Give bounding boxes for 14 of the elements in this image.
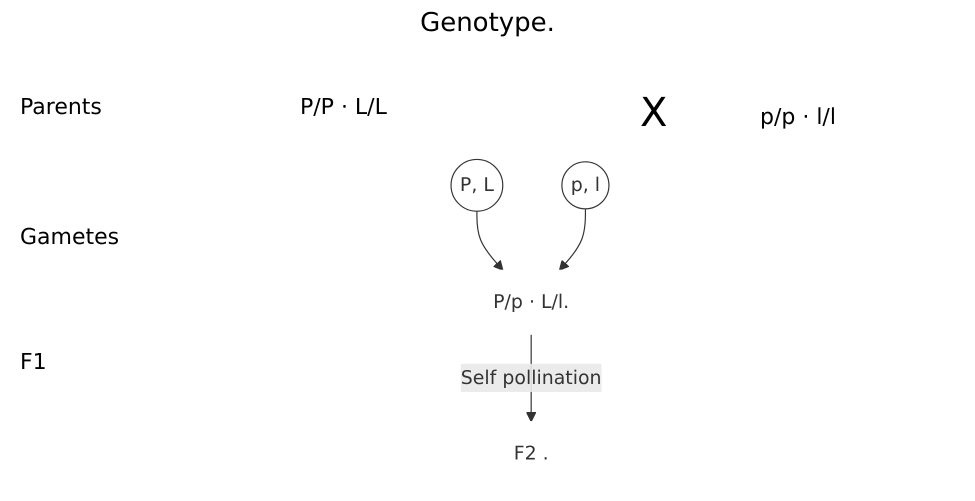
title: Genotype. [419,8,556,38]
node-circle: p, l [561,161,610,210]
cross-sign: X [640,90,668,136]
row-heading: Parents [20,95,102,120]
node-text: P/p · L/l. [493,290,570,313]
node-circle: P, L [450,158,504,212]
edge-label: Self pollination [460,366,602,389]
row-heading: F1 [20,350,47,375]
node-text: F2 . [514,442,549,464]
genotype-text: P/P · L/L [300,95,387,120]
arrow [476,211,504,271]
row-heading: Gametes [20,225,120,250]
arrow [558,208,586,271]
genotype-text: p/p · l/l [760,105,836,130]
